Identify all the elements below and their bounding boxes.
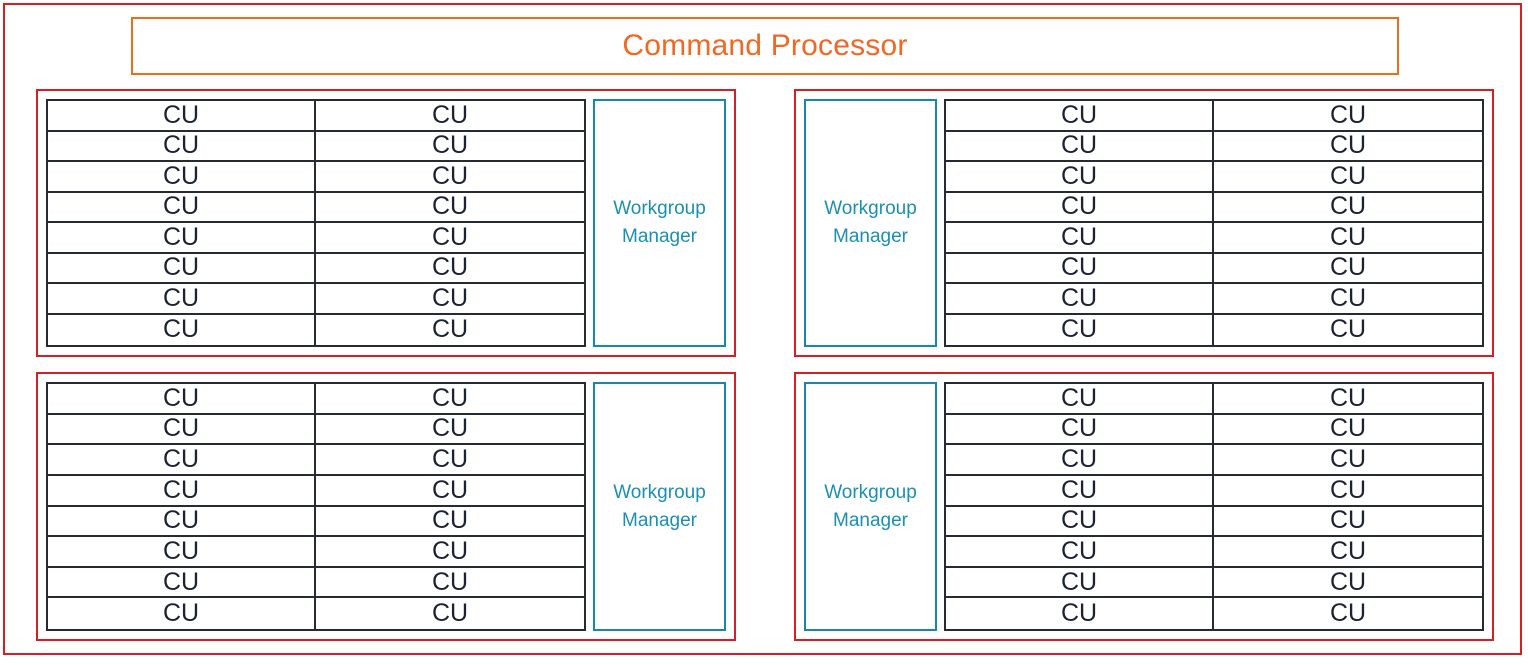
compute-unit-cell[interactable]: CU <box>316 253 584 284</box>
compute-unit-cell[interactable]: CU <box>946 223 1214 254</box>
compute-unit-cell[interactable]: CU <box>1214 445 1482 476</box>
compute-unit-cell[interactable]: CU <box>946 445 1214 476</box>
compute-unit-cell[interactable]: CU <box>316 414 584 446</box>
compute-unit-cell[interactable]: CU <box>1214 475 1482 507</box>
compute-unit-cell[interactable]: CU <box>1214 384 1482 415</box>
compute-unit-cell[interactable]: CU <box>48 384 316 415</box>
compute-unit-cell[interactable]: CU <box>48 101 316 132</box>
compute-unit-cell[interactable]: CU <box>48 253 316 284</box>
compute-unit-cell[interactable]: CU <box>48 192 316 223</box>
workgroup-manager-block[interactable]: Workgroup Manager <box>593 99 726 347</box>
compute-unit-cell[interactable]: CU <box>946 101 1214 132</box>
compute-unit-cell[interactable]: CU <box>316 284 584 315</box>
compute-unit-cell[interactable]: CU <box>316 192 584 223</box>
compute-unit-cell[interactable]: CU <box>946 314 1214 345</box>
compute-unit-cell[interactable]: CU <box>946 162 1214 193</box>
workgroup-manager-label: Workgroup Manager <box>613 481 706 531</box>
compute-unit-cell[interactable]: CU <box>1214 162 1482 193</box>
compute-unit-cell[interactable]: CU <box>48 506 316 538</box>
workgroup-manager-block[interactable]: Workgroup Manager <box>804 99 937 347</box>
compute-unit-cell[interactable]: CU <box>1214 253 1482 284</box>
compute-unit-cell[interactable]: CU <box>1214 414 1482 446</box>
compute-unit-cell[interactable]: CU <box>946 506 1214 538</box>
compute-unit-cell[interactable]: CU <box>48 598 316 629</box>
compute-unit-cell[interactable]: CU <box>1214 284 1482 315</box>
compute-unit-cell[interactable]: CU <box>1214 131 1482 162</box>
compute-unit-cell[interactable]: CU <box>48 445 316 476</box>
workgroup-manager-block[interactable]: Workgroup Manager <box>593 382 726 631</box>
compute-unit-cell[interactable]: CU <box>946 192 1214 223</box>
compute-unit-cell[interactable]: CU <box>946 475 1214 507</box>
compute-unit-cell[interactable]: CU <box>316 162 584 193</box>
compute-unit-cell[interactable]: CU <box>1214 223 1482 254</box>
compute-unit-cell[interactable]: CU <box>48 314 316 345</box>
compute-unit-cell[interactable]: CU <box>316 475 584 507</box>
compute-unit-cell[interactable]: CU <box>48 284 316 315</box>
workgroup-manager-block[interactable]: Workgroup Manager <box>804 382 937 631</box>
compute-unit-cell[interactable]: CU <box>946 414 1214 446</box>
compute-unit-cell[interactable]: CU <box>48 162 316 193</box>
compute-unit-cell[interactable]: CU <box>48 131 316 162</box>
compute-unit-cell[interactable]: CU <box>48 414 316 446</box>
compute-unit-cell[interactable]: CU <box>946 537 1214 568</box>
compute-unit-cell[interactable]: CU <box>316 537 584 568</box>
compute-unit-cell[interactable]: CU <box>316 445 584 476</box>
compute-unit-cell[interactable]: CU <box>316 598 584 629</box>
command-processor-block: Command Processor <box>131 17 1399 75</box>
compute-unit-cell[interactable]: CU <box>48 567 316 599</box>
compute-unit-cell[interactable]: CU <box>946 284 1214 315</box>
compute-unit-cell[interactable]: CU <box>1214 101 1482 132</box>
compute-unit-cell[interactable]: CU <box>1214 537 1482 568</box>
compute-unit-cell[interactable]: CU <box>1214 192 1482 223</box>
compute-unit-cell[interactable]: CU <box>316 131 584 162</box>
compute-unit-cell[interactable]: CU <box>316 506 584 538</box>
workgroup-manager-label: Workgroup Manager <box>613 198 706 247</box>
compute-unit-cell[interactable]: CU <box>1214 598 1482 629</box>
compute-unit-cell[interactable]: CU <box>316 567 584 599</box>
compute-unit-cell[interactable]: CU <box>48 537 316 568</box>
compute-unit-cell[interactable]: CU <box>1214 314 1482 345</box>
compute-unit-cell[interactable]: CU <box>1214 567 1482 599</box>
compute-unit-cell[interactable]: CU <box>946 131 1214 162</box>
compute-unit-cell[interactable]: CU <box>1214 506 1482 538</box>
compute-unit-cell[interactable]: CU <box>946 598 1214 629</box>
workgroup-manager-label: Workgroup Manager <box>824 481 917 531</box>
workgroup-manager-label: Workgroup Manager <box>824 198 917 247</box>
compute-unit-cell[interactable]: CU <box>946 384 1214 415</box>
compute-unit-cell[interactable]: CU <box>316 384 584 415</box>
compute-unit-cell[interactable]: CU <box>946 567 1214 599</box>
command-processor-title: Command Processor <box>622 29 908 62</box>
compute-unit-cell[interactable]: CU <box>316 101 584 132</box>
compute-unit-cell[interactable]: CU <box>946 253 1214 284</box>
compute-unit-cell[interactable]: CU <box>316 223 584 254</box>
compute-unit-cell[interactable]: CU <box>316 314 584 345</box>
compute-unit-cell[interactable]: CU <box>48 223 316 254</box>
compute-unit-cell[interactable]: CU <box>48 475 316 507</box>
